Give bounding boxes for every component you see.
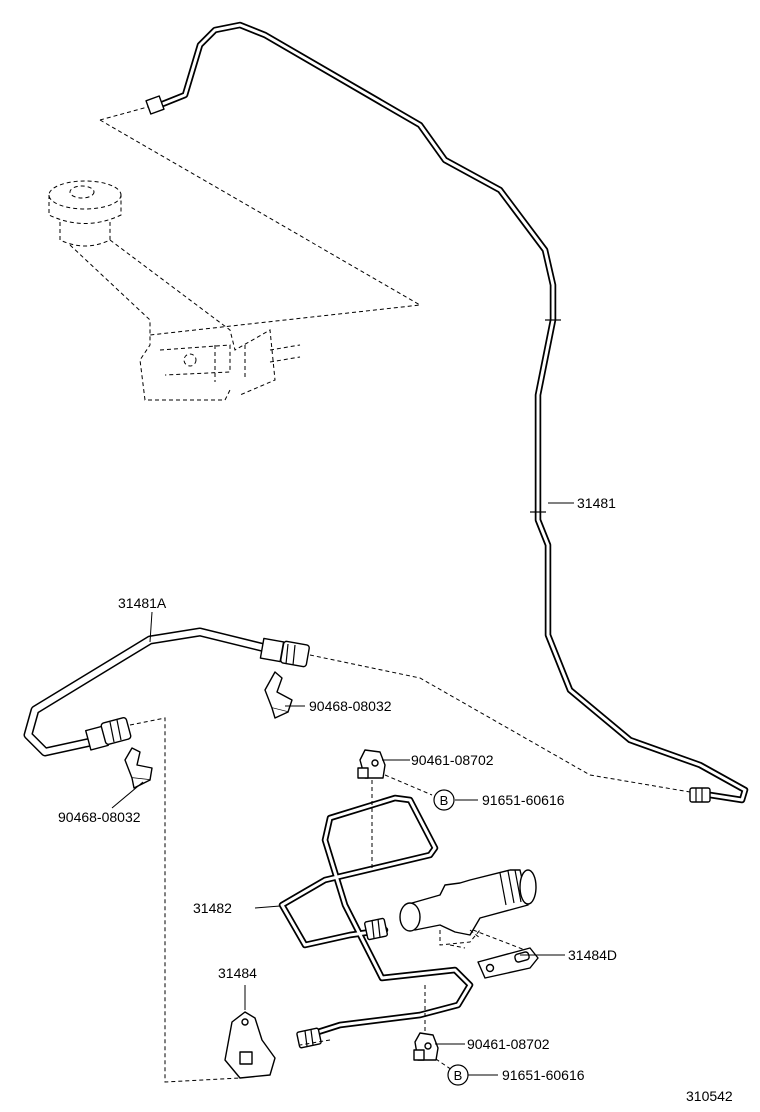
hose-clip-upper bbox=[264, 671, 293, 719]
label-clip-left: 90468-08032 bbox=[58, 809, 141, 825]
label-ref-upper: 91651-60616 bbox=[482, 792, 565, 808]
ref-guide-lower bbox=[429, 1054, 456, 1073]
label-31484D: 31484D bbox=[568, 947, 617, 963]
reference-marker-b-upper-text: B bbox=[440, 793, 449, 808]
bracket-31484D-guide bbox=[459, 924, 526, 951]
label-bolt-upper: 90461-08702 bbox=[411, 752, 494, 768]
clutch-tube-31481 bbox=[145, 21, 749, 804]
bolt-bracket-lower bbox=[413, 1032, 439, 1061]
bolt-bracket-upper bbox=[357, 749, 386, 779]
bracket-31484 bbox=[224, 1011, 276, 1079]
label-31484: 31484 bbox=[218, 965, 257, 981]
leader-lines bbox=[111, 502, 574, 1076]
label-ref-lower: 91651-60616 bbox=[502, 1067, 585, 1083]
label-31482: 31482 bbox=[193, 900, 232, 916]
reference-marker-b-lower-text: B bbox=[454, 1068, 463, 1083]
label-bolt-lower: 90461-08702 bbox=[467, 1036, 550, 1052]
clutch-flexible-hose-31481A bbox=[23, 627, 310, 757]
label-clip-upper: 90468-08032 bbox=[309, 698, 392, 714]
label-31481A: 31481A bbox=[118, 595, 167, 611]
clutch-release-cylinder bbox=[399, 869, 537, 949]
bracket-31484-guide bbox=[299, 1039, 331, 1046]
label-31481: 31481 bbox=[577, 495, 616, 511]
hose-clip-left bbox=[124, 747, 153, 789]
reference-marker-b-lower: B bbox=[447, 1064, 469, 1086]
clutch-master-cylinder bbox=[48, 104, 422, 401]
connection-dash-line bbox=[309, 654, 691, 793]
reference-marker-b-upper: B bbox=[433, 789, 455, 811]
diagram-id: 310542 bbox=[686, 1088, 733, 1104]
bracket-31484D bbox=[477, 947, 539, 979]
ref-guide-upper bbox=[384, 774, 433, 796]
connection-dash-line-left bbox=[129, 717, 241, 1083]
